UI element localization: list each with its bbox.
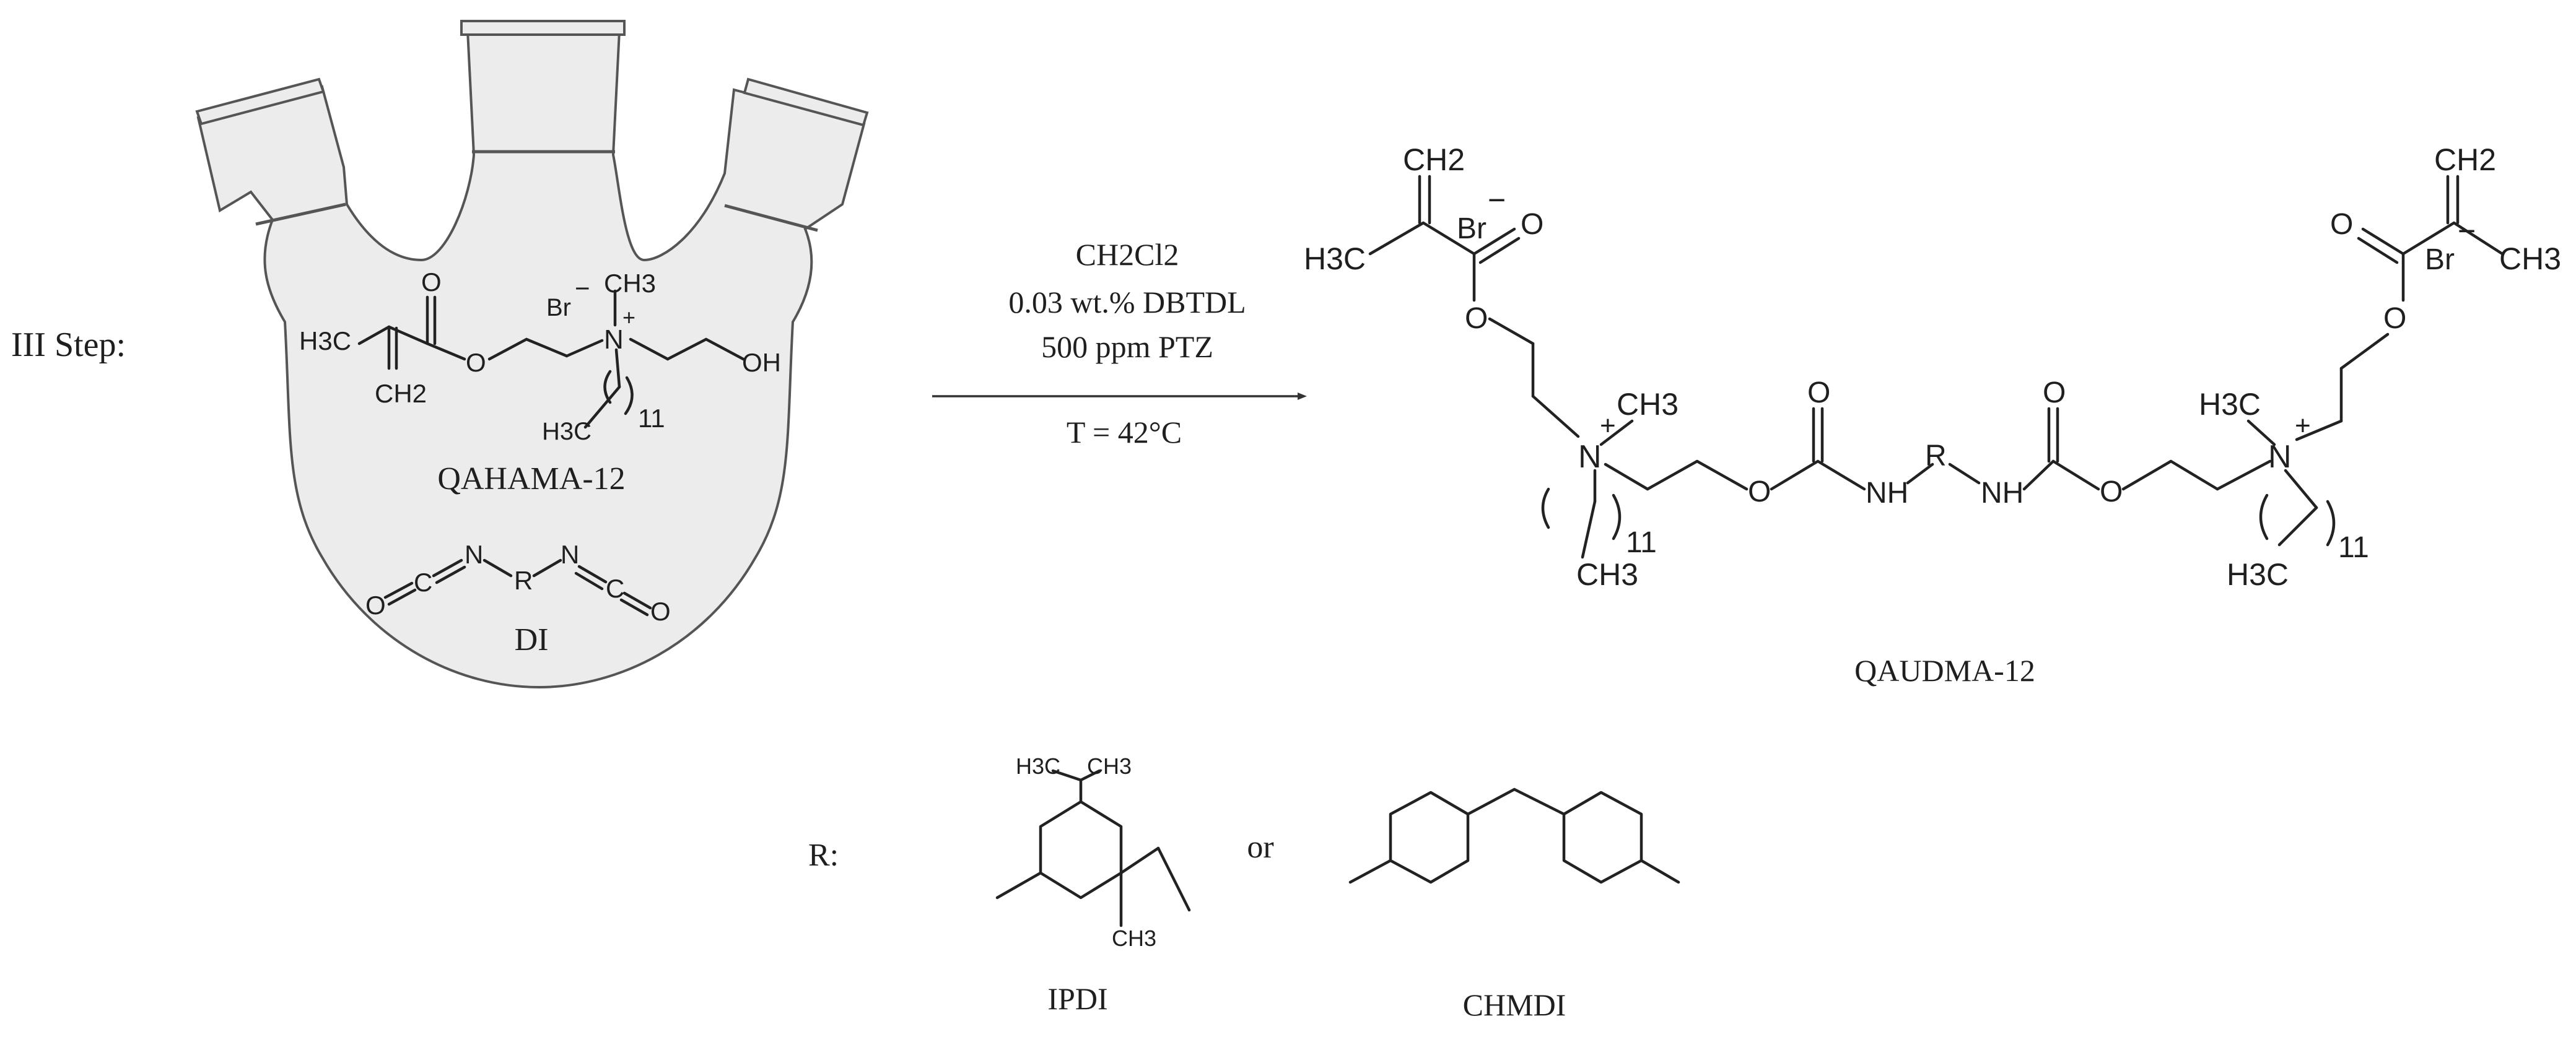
r-group-options: R: or H3C CH3 CH3 IPDI CHMDI — [808, 753, 1680, 1022]
product-left-ch3: CH3 — [1617, 387, 1679, 422]
flask-neck-left-lip — [195, 77, 325, 126]
qahama-name: QAHAMA-12 — [437, 461, 625, 497]
ipdi-ch3-bottom: CH3 — [1112, 926, 1156, 951]
qahama-br: Br — [546, 294, 571, 321]
product-left-ch2: CH2 — [1403, 142, 1465, 177]
product-right-h3c-chain: H3C — [2227, 557, 2289, 592]
qahama-br-charge: − — [575, 274, 590, 303]
product-left-h3c: H3C — [1304, 241, 1366, 276]
product-nh-left: NH — [1866, 477, 1908, 510]
r-group-connector: or — [1247, 830, 1273, 865]
reagent-qahama-12: H3C CH2 O O Br − N + CH3 OH 11 H3C QAHAM… — [299, 267, 781, 497]
product-left-br-charge: − — [1488, 183, 1506, 217]
condition-inhibitor: 500 ppm PTZ — [1041, 329, 1213, 364]
qahama-carbonyl-o: O — [421, 267, 442, 297]
product-nh-right: NH — [1981, 477, 2024, 510]
qahama-h3c-chain: H3C — [542, 418, 592, 445]
product-left-ch3-chain: CH3 — [1576, 557, 1638, 592]
flask-joint-right — [724, 204, 818, 232]
three-neck-flask — [195, 20, 869, 689]
product-left-ester-o: O — [1465, 302, 1488, 335]
condition-temperature: T = 42°C — [1067, 415, 1182, 449]
product-right-carbonyl-o: O — [2330, 208, 2353, 241]
di-n-left: N — [465, 540, 483, 569]
product-urethane-o-left: O — [1748, 475, 1771, 508]
product-r: R — [1925, 440, 1947, 472]
chmdi-name: CHMDI — [1463, 987, 1566, 1022]
qahama-ch3: CH3 — [604, 269, 656, 298]
reagent-di: O C N R N C O DI — [365, 540, 671, 657]
product-right-br: Br — [2425, 243, 2455, 276]
product-right-ch2: CH2 — [2434, 142, 2496, 177]
product-right-n: N — [2268, 439, 2292, 475]
qahama-paren-open — [603, 370, 612, 404]
product-left-paren-close — [1612, 493, 1622, 540]
chmdi-ring-right — [1562, 791, 1643, 884]
di-c-right: C — [606, 574, 624, 603]
product-right-chain-count: 11 — [2338, 531, 2369, 564]
product-name: QAUDMA-12 — [1854, 653, 2035, 688]
product-right-ester-o: O — [2383, 302, 2406, 335]
di-o-right: O — [650, 597, 671, 626]
di-o-left: O — [365, 591, 386, 620]
di-n-right: N — [561, 540, 579, 569]
reaction-conditions: CH2Cl2 0.03 wt.% DBTDL 500 ppm PTZ T = 4… — [932, 237, 1307, 449]
flask-body — [196, 30, 866, 689]
qahama-chain-count: 11 — [638, 404, 665, 433]
product-qaudma-12: CH2 H3C Br − O O N + CH3 11 CH3 O O — [1304, 142, 2561, 688]
product-carbonyl-o-left: O — [1807, 376, 1830, 409]
ipdi-structure: H3C CH3 CH3 IPDI — [995, 753, 1191, 1016]
product-left-chain-count: 11 — [1626, 526, 1657, 559]
reaction-arrow-head — [1298, 393, 1307, 400]
ipdi-h3c: H3C — [1016, 753, 1060, 779]
product-urethane-o-right: O — [2100, 475, 2123, 508]
step-label: III Step: — [11, 326, 126, 364]
product-right-h3c: H3C — [2199, 387, 2261, 422]
di-r: R — [514, 566, 533, 595]
product-right-ch3: CH3 — [2499, 241, 2561, 276]
product-right-br-charge: − — [2458, 214, 2476, 248]
product-right-paren-close — [2326, 500, 2336, 547]
product-left-n: N — [1578, 439, 1602, 475]
chmdi-structure: CHMDI — [1348, 788, 1680, 1022]
r-group-label: R: — [808, 838, 839, 873]
product-left-br: Br — [1457, 212, 1487, 245]
ipdi-ring — [1039, 800, 1123, 900]
ipdi-name: IPDI — [1047, 981, 1107, 1016]
qahama-oh: OH — [742, 348, 781, 377]
qahama-ester-o: O — [466, 348, 486, 377]
condition-catalyst: 0.03 wt.% DBTDL — [1008, 285, 1246, 319]
flask-neck-right-lip — [743, 77, 869, 127]
flask-neck-center-lip — [460, 20, 626, 36]
di-c-left: C — [414, 568, 432, 597]
ipdi-ch3-top: CH3 — [1087, 753, 1132, 779]
product-left-carbonyl-o: O — [1521, 208, 1543, 241]
qahama-n: N — [604, 324, 624, 355]
condition-solvent: CH2Cl2 — [1076, 237, 1179, 272]
qahama-ch2-label: CH2 — [375, 379, 427, 408]
chmdi-ring-left — [1389, 791, 1470, 884]
di-name: DI — [515, 622, 549, 657]
product-left-paren-open — [1541, 487, 1550, 529]
product-carbonyl-o-right: O — [2043, 376, 2066, 409]
qahama-n-charge: + — [622, 305, 635, 330]
flask-joint-left — [255, 202, 346, 226]
qahama-h3c-label: H3C — [299, 326, 351, 355]
product-right-paren-open — [2259, 493, 2269, 540]
qahama-paren-close — [624, 376, 634, 415]
